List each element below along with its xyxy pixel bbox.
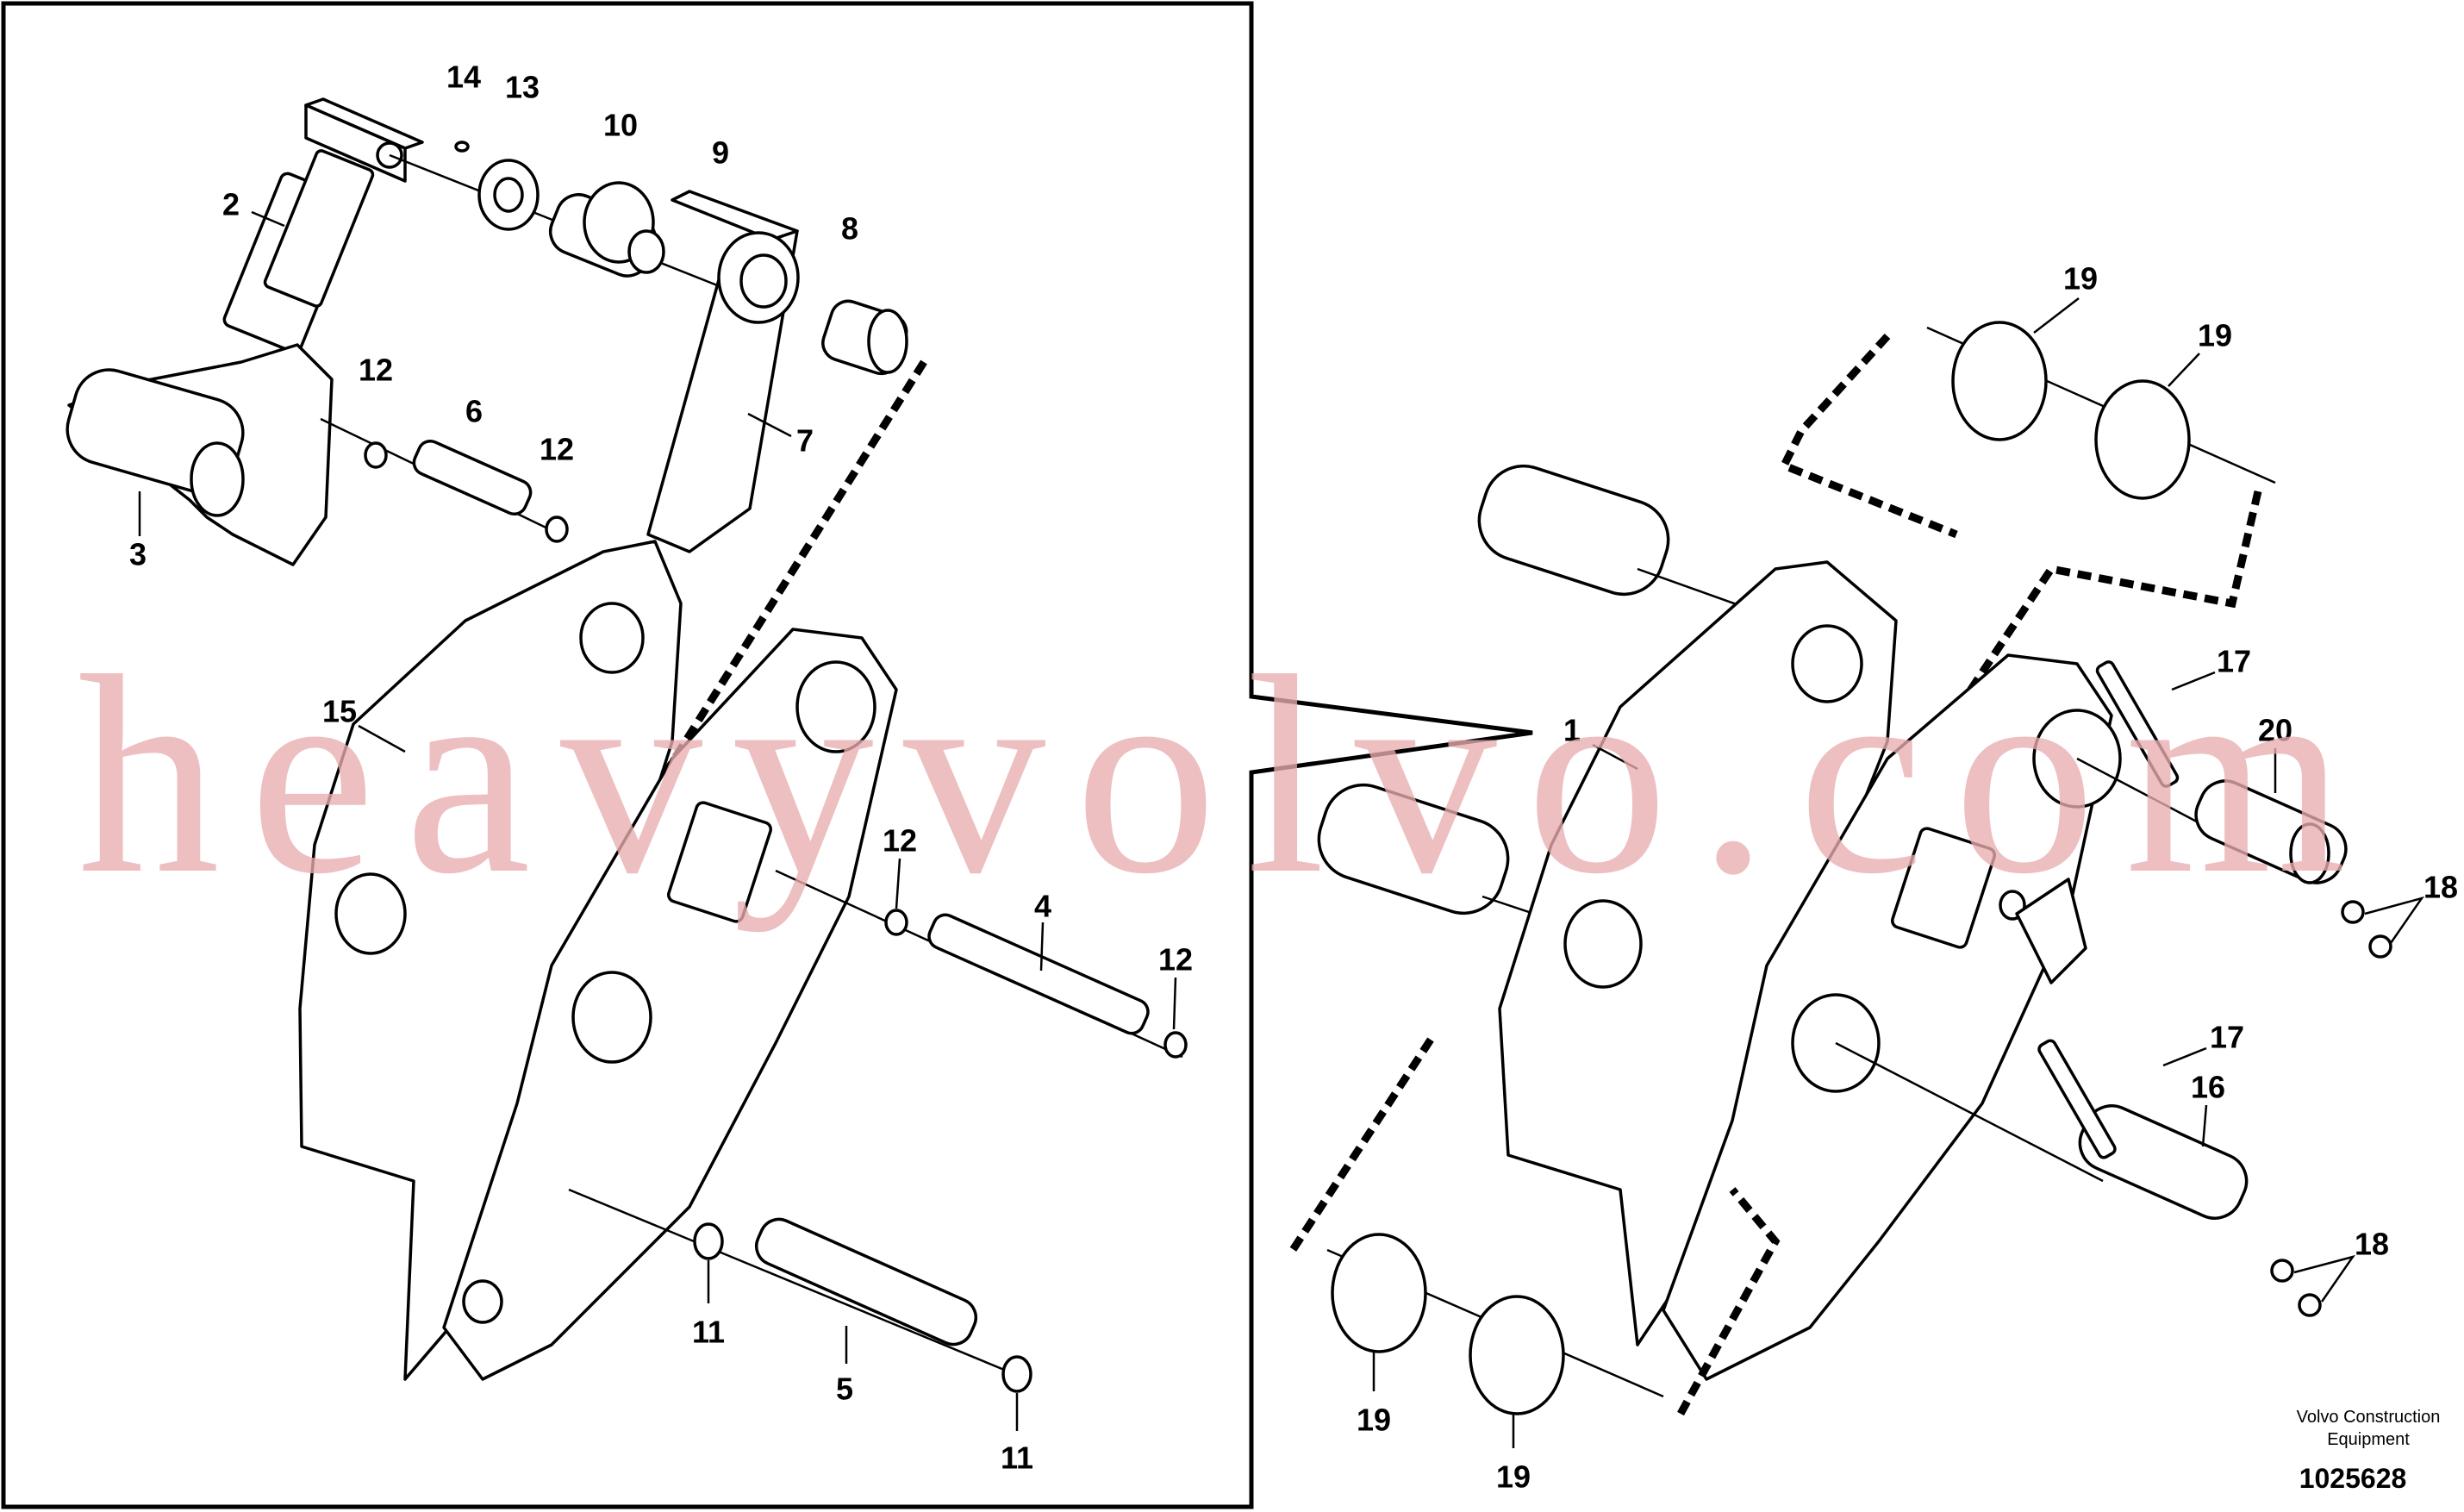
callout-12: 12 [883, 823, 917, 859]
callout-19: 19 [2198, 318, 2232, 353]
callout-6: 6 [465, 394, 483, 429]
pin-20-and-bolt-17-nuts-18 [2076, 660, 2424, 959]
callout-4: 4 [1034, 889, 1051, 924]
leader-15 [358, 724, 406, 753]
callout-18: 18 [2423, 870, 2458, 905]
bracket-3 [65, 343, 334, 566]
coupler-assembly-1 [1498, 560, 2122, 1381]
callout-10: 10 [603, 108, 638, 143]
pins-top-left [1317, 464, 1759, 924]
leader-7 [747, 412, 792, 438]
pin-6-and-washers-12 [320, 417, 569, 543]
callout-15: 15 [322, 694, 357, 729]
credit-line-1: Volvo Construction [2297, 1408, 2441, 1427]
detail-inset-frame [1, 1, 1533, 1509]
dashed-assembly-line-left [634, 359, 927, 820]
callout-20: 20 [2258, 713, 2292, 748]
leader-17-bottom [2162, 1047, 2207, 1067]
bushing-10 [548, 181, 665, 278]
callout-18: 18 [2355, 1227, 2389, 1262]
callout-7: 7 [796, 423, 814, 459]
dashed-assembly-line-top-b [1962, 490, 2262, 701]
leader-12-mid [895, 858, 901, 909]
coupler-frame-left [298, 540, 898, 1381]
callout-labels: 14 13 10 9 2 8 12 6 12 7 3 15 12 4 12 11 5 11 19 19 17 1 20 18 1… [129, 59, 2458, 1495]
callout-3: 3 [129, 537, 147, 572]
washer-pin-14-13 [389, 141, 759, 303]
callout-16: 16 [2191, 1070, 2225, 1105]
leader-12-right [1172, 977, 1177, 1030]
seal-rings-19-top [1926, 321, 2276, 500]
callout-17: 17 [2210, 1020, 2244, 1055]
document-number: 1025628 [2299, 1463, 2407, 1494]
callout-5: 5 [836, 1371, 853, 1407]
callout-12: 12 [359, 353, 393, 388]
pin-16-and-bolt-17-nuts-18 [1835, 1039, 2355, 1317]
leader-4 [1039, 922, 1045, 972]
leader-1 [1592, 743, 1638, 771]
dashed-assembly-line-top-a [1778, 333, 1958, 539]
watermark-text: heavyvolvo.com [78, 618, 2375, 933]
callout-19: 19 [2063, 261, 2098, 297]
callout-14: 14 [446, 59, 481, 95]
pin-5-and-washers-11 [568, 1188, 1032, 1393]
leader-17-top [2171, 671, 2216, 691]
callout-12: 12 [540, 432, 574, 467]
leader-19-top-b [2168, 353, 2200, 387]
callout-19: 19 [1496, 1459, 1531, 1495]
callout-2: 2 [222, 187, 240, 222]
callout-9: 9 [712, 135, 729, 171]
callout-17: 17 [2217, 644, 2251, 679]
callout-8: 8 [841, 211, 858, 247]
leader-16 [2201, 1104, 2208, 1147]
leader-2 [251, 210, 285, 228]
seal-rings-19-bottom [1326, 1233, 1664, 1415]
callout-11: 11 [1001, 1440, 1033, 1476]
cylinder-assembly-2 [222, 97, 424, 354]
callout-12: 12 [1158, 942, 1193, 978]
credit-line-2: Equipment [2327, 1430, 2410, 1449]
pin-4-and-washers-12 [775, 869, 1188, 1059]
bushing-8 [821, 299, 908, 376]
arm-7-9 [646, 190, 800, 553]
callout-13: 13 [505, 70, 540, 105]
callout-1: 1 [1563, 713, 1581, 748]
dashed-assembly-line-bottom-b [1677, 1187, 1781, 1416]
callout-19: 19 [1357, 1403, 1391, 1438]
callout-11: 11 [692, 1315, 725, 1350]
leader-19-top-a [2033, 297, 2080, 334]
dashed-assembly-line-bottom-a [1289, 1037, 1434, 1253]
